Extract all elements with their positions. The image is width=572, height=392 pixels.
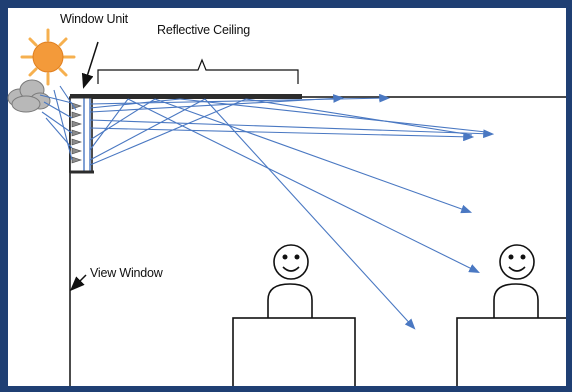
ray [245, 98, 473, 136]
smiley-person-icon [267, 244, 313, 318]
window-unit-pointer-arrow-icon [81, 41, 99, 89]
right-frame-edge [566, 0, 572, 392]
ray [89, 119, 495, 139]
bottom-frame-edge [0, 386, 572, 392]
cloud-icon [7, 79, 51, 113]
reflective-ceiling-label: Reflective Ceiling [157, 23, 250, 37]
smiley-person-icon [493, 244, 539, 318]
window-louvers [71, 102, 82, 164]
ray [89, 94, 345, 113]
ceiling-bracket [97, 58, 299, 84]
desk [456, 317, 572, 392]
desk [232, 317, 356, 392]
top-band [8, 0, 572, 8]
ray [89, 98, 156, 141]
ray [89, 98, 129, 151]
ray [89, 127, 475, 142]
ray [154, 98, 473, 214]
ray [89, 98, 206, 161]
window-unit [69, 95, 94, 174]
window-unit-label: Window Unit [60, 12, 129, 26]
reflective-ceiling [70, 94, 302, 99]
ray [127, 98, 480, 273]
sun-icon [20, 28, 76, 86]
incoming-rays [39, 85, 77, 161]
ray [89, 98, 181, 109]
ray [89, 98, 247, 166]
ray [179, 98, 487, 133]
view-window-label: View Window [90, 266, 164, 280]
view-window-pointer-arrow-icon [69, 274, 87, 292]
ray [204, 98, 416, 330]
redirected-rays [89, 93, 495, 330]
